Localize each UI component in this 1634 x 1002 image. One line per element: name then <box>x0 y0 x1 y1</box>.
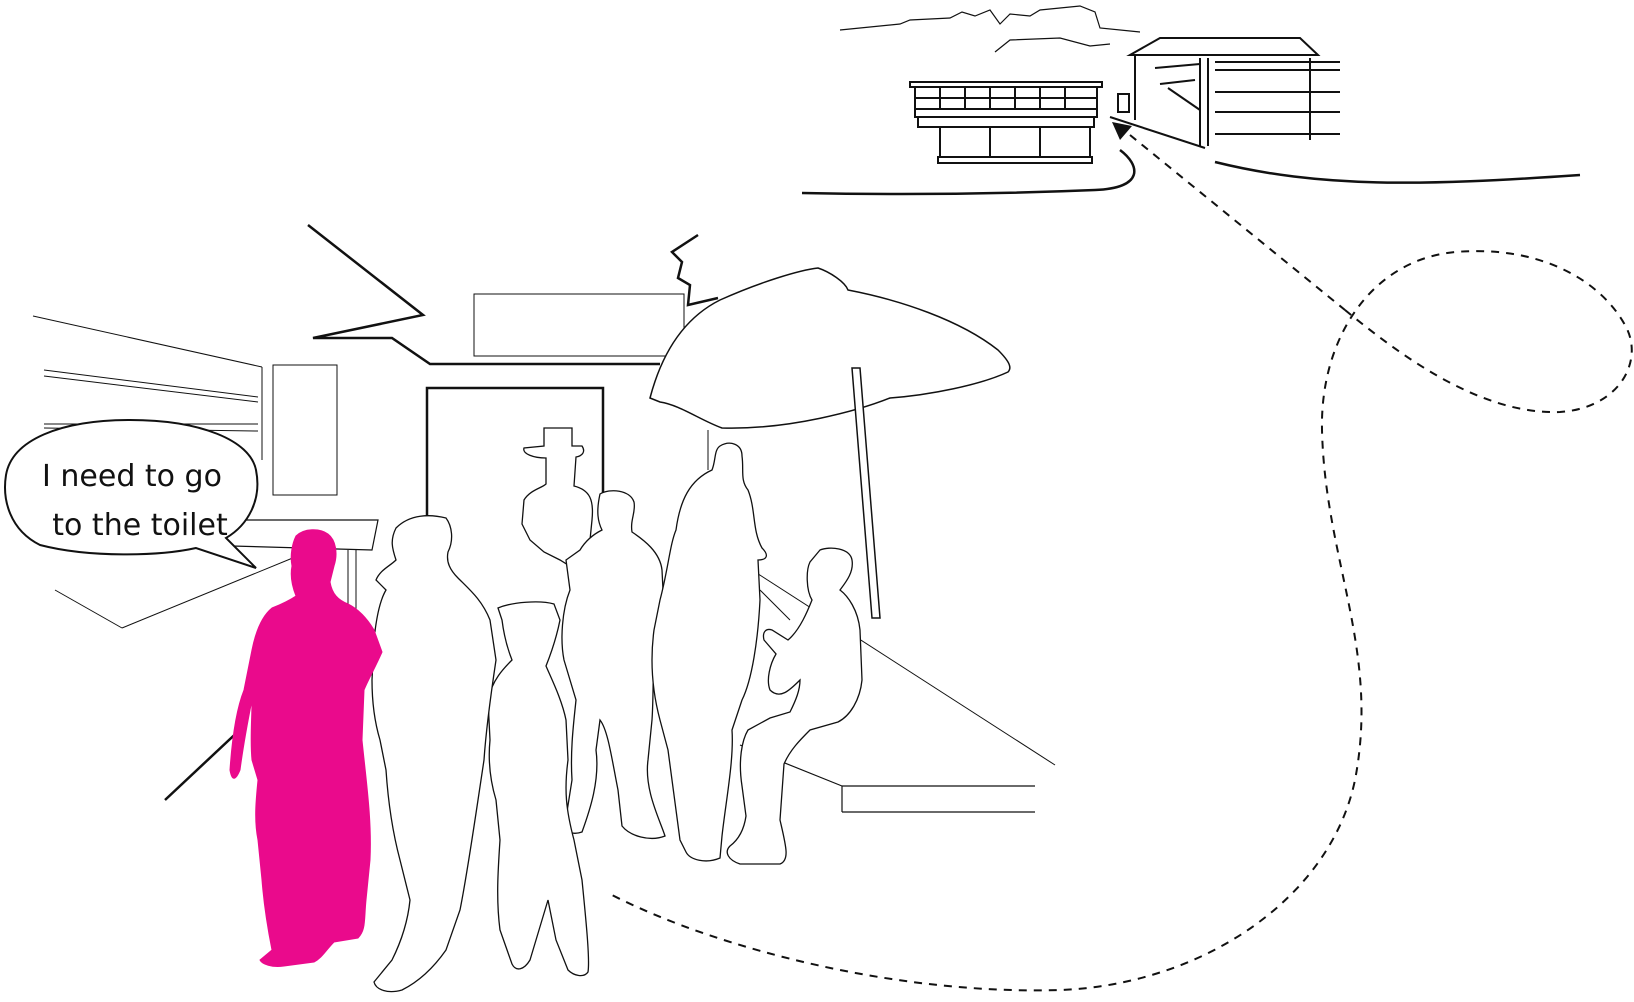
roofline-back <box>994 37 1111 53</box>
arrow-head-icon <box>1112 122 1132 140</box>
umbrella-pole <box>851 367 881 619</box>
building-right <box>1109 37 1340 149</box>
person-headscarf-woman <box>487 601 590 977</box>
speech-line-1: I need to go <box>42 459 222 494</box>
building-left <box>909 81 1103 164</box>
hill-skyline <box>839 5 1141 33</box>
umbrella-canopy <box>649 267 1011 429</box>
person-seated-man <box>726 547 863 865</box>
distant-buildings <box>801 5 1581 196</box>
person-man-front <box>371 515 497 993</box>
dashed-route-arrow <box>1129 134 1346 311</box>
crowd <box>371 427 863 993</box>
person-tall-woman <box>651 442 767 862</box>
speech-line-2: to the toilet <box>52 508 228 543</box>
person-man-center <box>561 490 666 840</box>
speech-bubble: I need to go to the toilet <box>4 418 259 569</box>
speech-bubble-shape <box>4 418 259 569</box>
person-hat-woman <box>521 427 594 571</box>
person-highlighted <box>229 529 383 967</box>
dashed-route-loop <box>611 250 1633 992</box>
umbrella <box>649 267 1011 619</box>
ground-line-left <box>801 149 1136 196</box>
ground-line-right <box>1214 160 1581 184</box>
path-arrow <box>1112 122 1346 311</box>
